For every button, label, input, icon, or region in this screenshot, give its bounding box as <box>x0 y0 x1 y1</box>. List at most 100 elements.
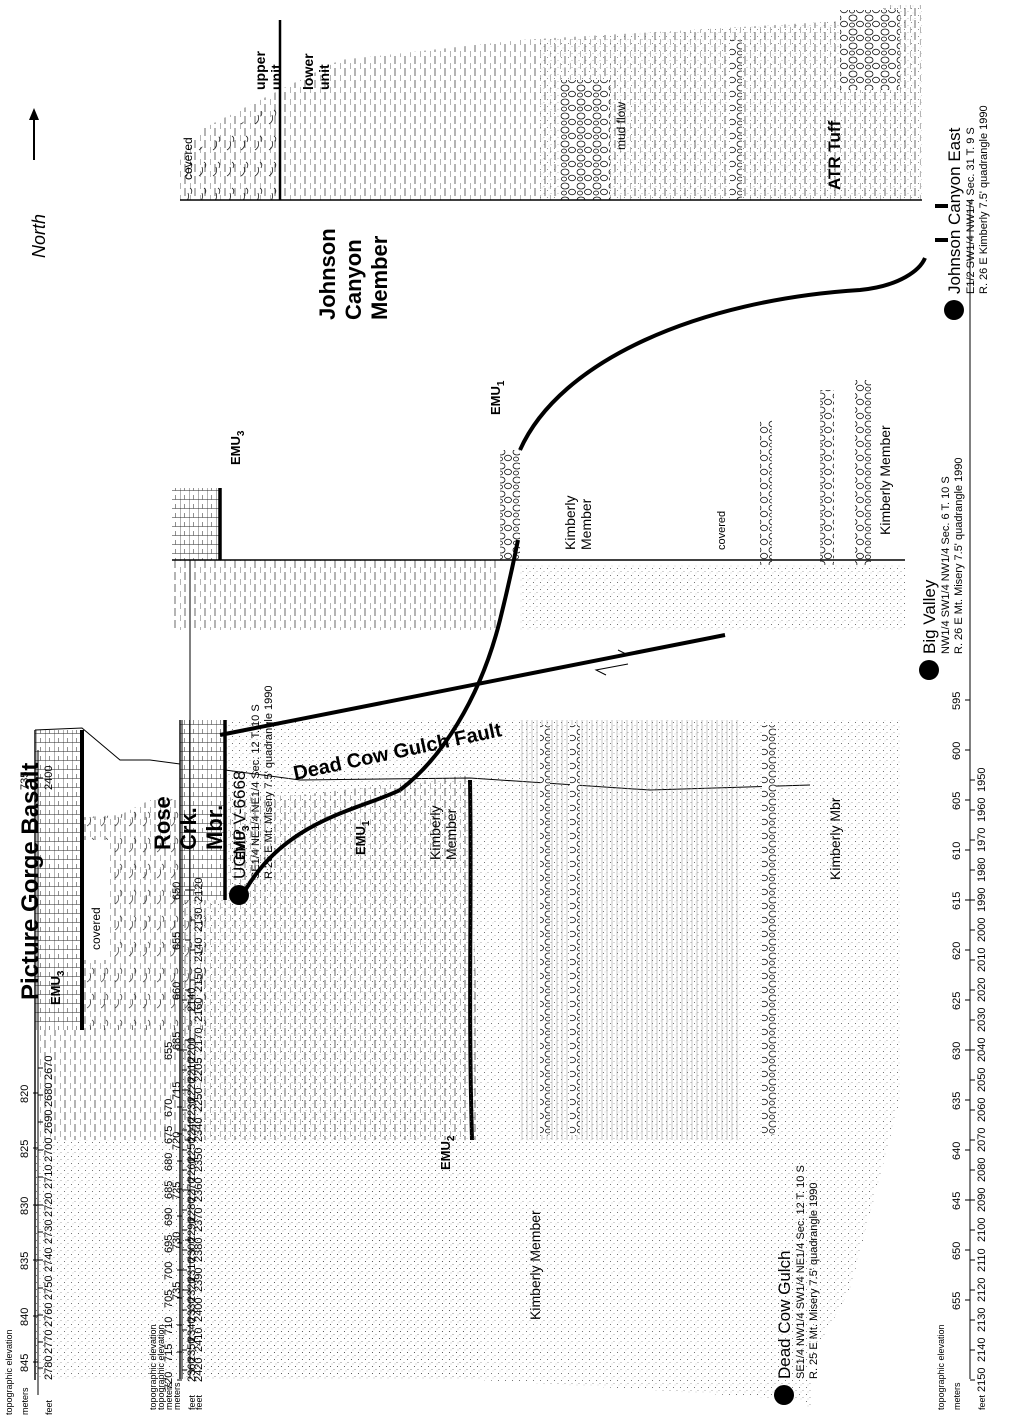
section-location-line1: SE1/4 NE1/4 NE1/4 Sec. 12 T. 10 S <box>250 704 262 879</box>
svg-text:2090: 2090 <box>976 1188 988 1212</box>
meters-tick-label: 705 <box>163 1290 175 1308</box>
feet-tick-label: 2250 <box>193 1088 205 1112</box>
svg-text:Kimberly Mbr: Kimberly Mbr <box>827 797 843 880</box>
svg-text:EMU3: EMU3 <box>233 825 252 860</box>
meters-tick-label: 655 <box>163 1042 175 1060</box>
meters-tick-label: 735 <box>171 1282 183 1300</box>
cobble-bed-17a <box>760 420 772 565</box>
feet-tick-label: 2100 <box>976 1218 988 1242</box>
svg-text:lowerunit: lowerunit <box>300 53 332 90</box>
svg-text:2400: 2400 <box>193 1298 205 1322</box>
svg-text:meters: meters <box>20 1387 30 1415</box>
feet-tick-label: 2020 <box>976 978 988 1002</box>
column-big-valley: 7357307257207156856606556502420241024002… <box>156 380 905 1410</box>
label-atr-tuff: ATR Tuff <box>825 120 844 190</box>
svg-text:820: 820 <box>19 1085 31 1103</box>
svg-text:710: 710 <box>163 1317 175 1335</box>
feet-tick-label: 2700 <box>43 1138 55 1162</box>
meters-header: meters <box>172 1382 182 1410</box>
svg-text:715: 715 <box>163 1344 175 1362</box>
feet-tick-label: 2750 <box>43 1276 55 1300</box>
feet-tick-label: 2320 <box>186 1278 198 1302</box>
svg-text:2730: 2730 <box>43 1220 55 1244</box>
section-number-badge <box>919 660 939 680</box>
section-name: Dead Cow Gulch <box>775 1250 794 1379</box>
svg-text:2100: 2100 <box>976 1218 988 1242</box>
svg-text:2150: 2150 <box>976 1368 988 1392</box>
svg-text:650: 650 <box>951 1242 963 1260</box>
feet-tick-label: 2120 <box>976 1278 988 1302</box>
feet-tick-label: 2110 <box>976 1248 988 1272</box>
section-location-line2: R. 25 E Mt. Misery 7.5' quadrangle 1990 <box>808 1182 820 1379</box>
svg-text:2750: 2750 <box>43 1276 55 1300</box>
svg-text:2170: 2170 <box>193 1028 205 1052</box>
svg-text:2760: 2760 <box>43 1303 55 1327</box>
svg-text:North: North <box>29 214 49 258</box>
svg-text:mud flow: mud flow <box>614 102 628 150</box>
north-arrow: North <box>29 108 49 258</box>
meters-tick-label: 600 <box>951 742 963 760</box>
meters-tick-label: 720 <box>171 1132 183 1150</box>
covered-box-17 <box>714 440 728 560</box>
cobble-bed-17b <box>820 390 834 565</box>
meters-header: meters <box>164 1382 174 1410</box>
axis-19: 6556506456406356306256206156106056005952… <box>936 200 988 1410</box>
svg-text:650: 650 <box>171 882 183 900</box>
emu3-label-15: EMU3 <box>48 970 67 1005</box>
svg-text:685: 685 <box>163 1181 175 1199</box>
svg-text:meters: meters <box>164 1382 174 1410</box>
feet-tick-label: 2720 <box>43 1193 55 1217</box>
svg-text:2150: 2150 <box>193 968 205 992</box>
svg-text:675: 675 <box>163 1126 175 1144</box>
johnson-canyon-unit-17 <box>172 560 500 630</box>
label-covered-17: covered <box>716 511 728 550</box>
feet-tick-label: 2290 <box>186 1218 198 1242</box>
svg-text:2780: 2780 <box>43 1356 55 1380</box>
svg-text:EMU1: EMU1 <box>488 380 507 415</box>
svg-text:2220: 2220 <box>186 1078 198 1102</box>
svg-text:Kimberly Member: Kimberly Member <box>527 1210 543 1320</box>
emu1-correlation-17-19 <box>518 257 927 451</box>
svg-text:2230: 2230 <box>186 1098 198 1122</box>
label-covered-19: covered <box>181 137 195 180</box>
emu1-contact-16 <box>238 788 401 901</box>
svg-text:2680: 2680 <box>43 1083 55 1107</box>
svg-text:topographic elevation: topographic elevation <box>148 1324 158 1410</box>
meters-tick-label: 695 <box>163 1235 175 1253</box>
meters-tick-label: 595 <box>951 692 963 710</box>
feet-tick-label: 1980 <box>976 858 988 882</box>
feet-tick-label: 2780 <box>43 1356 55 1380</box>
emu1-correlation-16-17 <box>398 539 520 792</box>
label-covered-15: covered <box>89 907 103 950</box>
cobble-bed-19c <box>840 10 900 90</box>
svg-text:2700: 2700 <box>43 1138 55 1162</box>
svg-text:feet: feet <box>194 1394 204 1410</box>
feet-tick-label: 2010 <box>976 948 988 972</box>
feet-tick-label: 2340 <box>186 1318 198 1342</box>
meters-tick-label: 720 <box>163 1372 175 1390</box>
feet-tick-label: 2140 <box>976 1338 988 1362</box>
feet-tick-label: 2690 <box>43 1110 55 1134</box>
meters-tick-label: 610 <box>951 842 963 860</box>
svg-text:EMU3: EMU3 <box>48 970 67 1005</box>
svg-text:2310: 2310 <box>186 1258 198 1282</box>
meters-tick-label: 710 <box>163 1317 175 1335</box>
meters-tick-label: 620 <box>951 942 963 960</box>
svg-text:2200: 2200 <box>186 1038 198 1062</box>
section-location-line1: NW1/4 SW1/4 NW1/4 Sec. 6 T. 10 S <box>940 476 952 654</box>
feet-tick-label: 1970 <box>976 828 988 852</box>
svg-text:2110: 2110 <box>976 1248 988 1272</box>
svg-text:725: 725 <box>171 1182 183 1200</box>
svg-text:2120: 2120 <box>193 878 205 902</box>
feet-tick-label: 2160 <box>193 998 205 1022</box>
svg-text:845: 845 <box>19 1354 31 1372</box>
axis-header: topographic elevation <box>156 1324 166 1410</box>
feet-tick-label: 2050 <box>976 1068 988 1092</box>
svg-text:2390: 2390 <box>193 1268 205 1292</box>
feet-header: feet <box>44 1399 54 1415</box>
svg-text:topographic elevation: topographic elevation <box>4 1329 14 1415</box>
feet-tick-label: 2150 <box>976 1368 988 1392</box>
svg-text:2410: 2410 <box>193 1328 205 1352</box>
svg-text:2000: 2000 <box>976 918 988 942</box>
